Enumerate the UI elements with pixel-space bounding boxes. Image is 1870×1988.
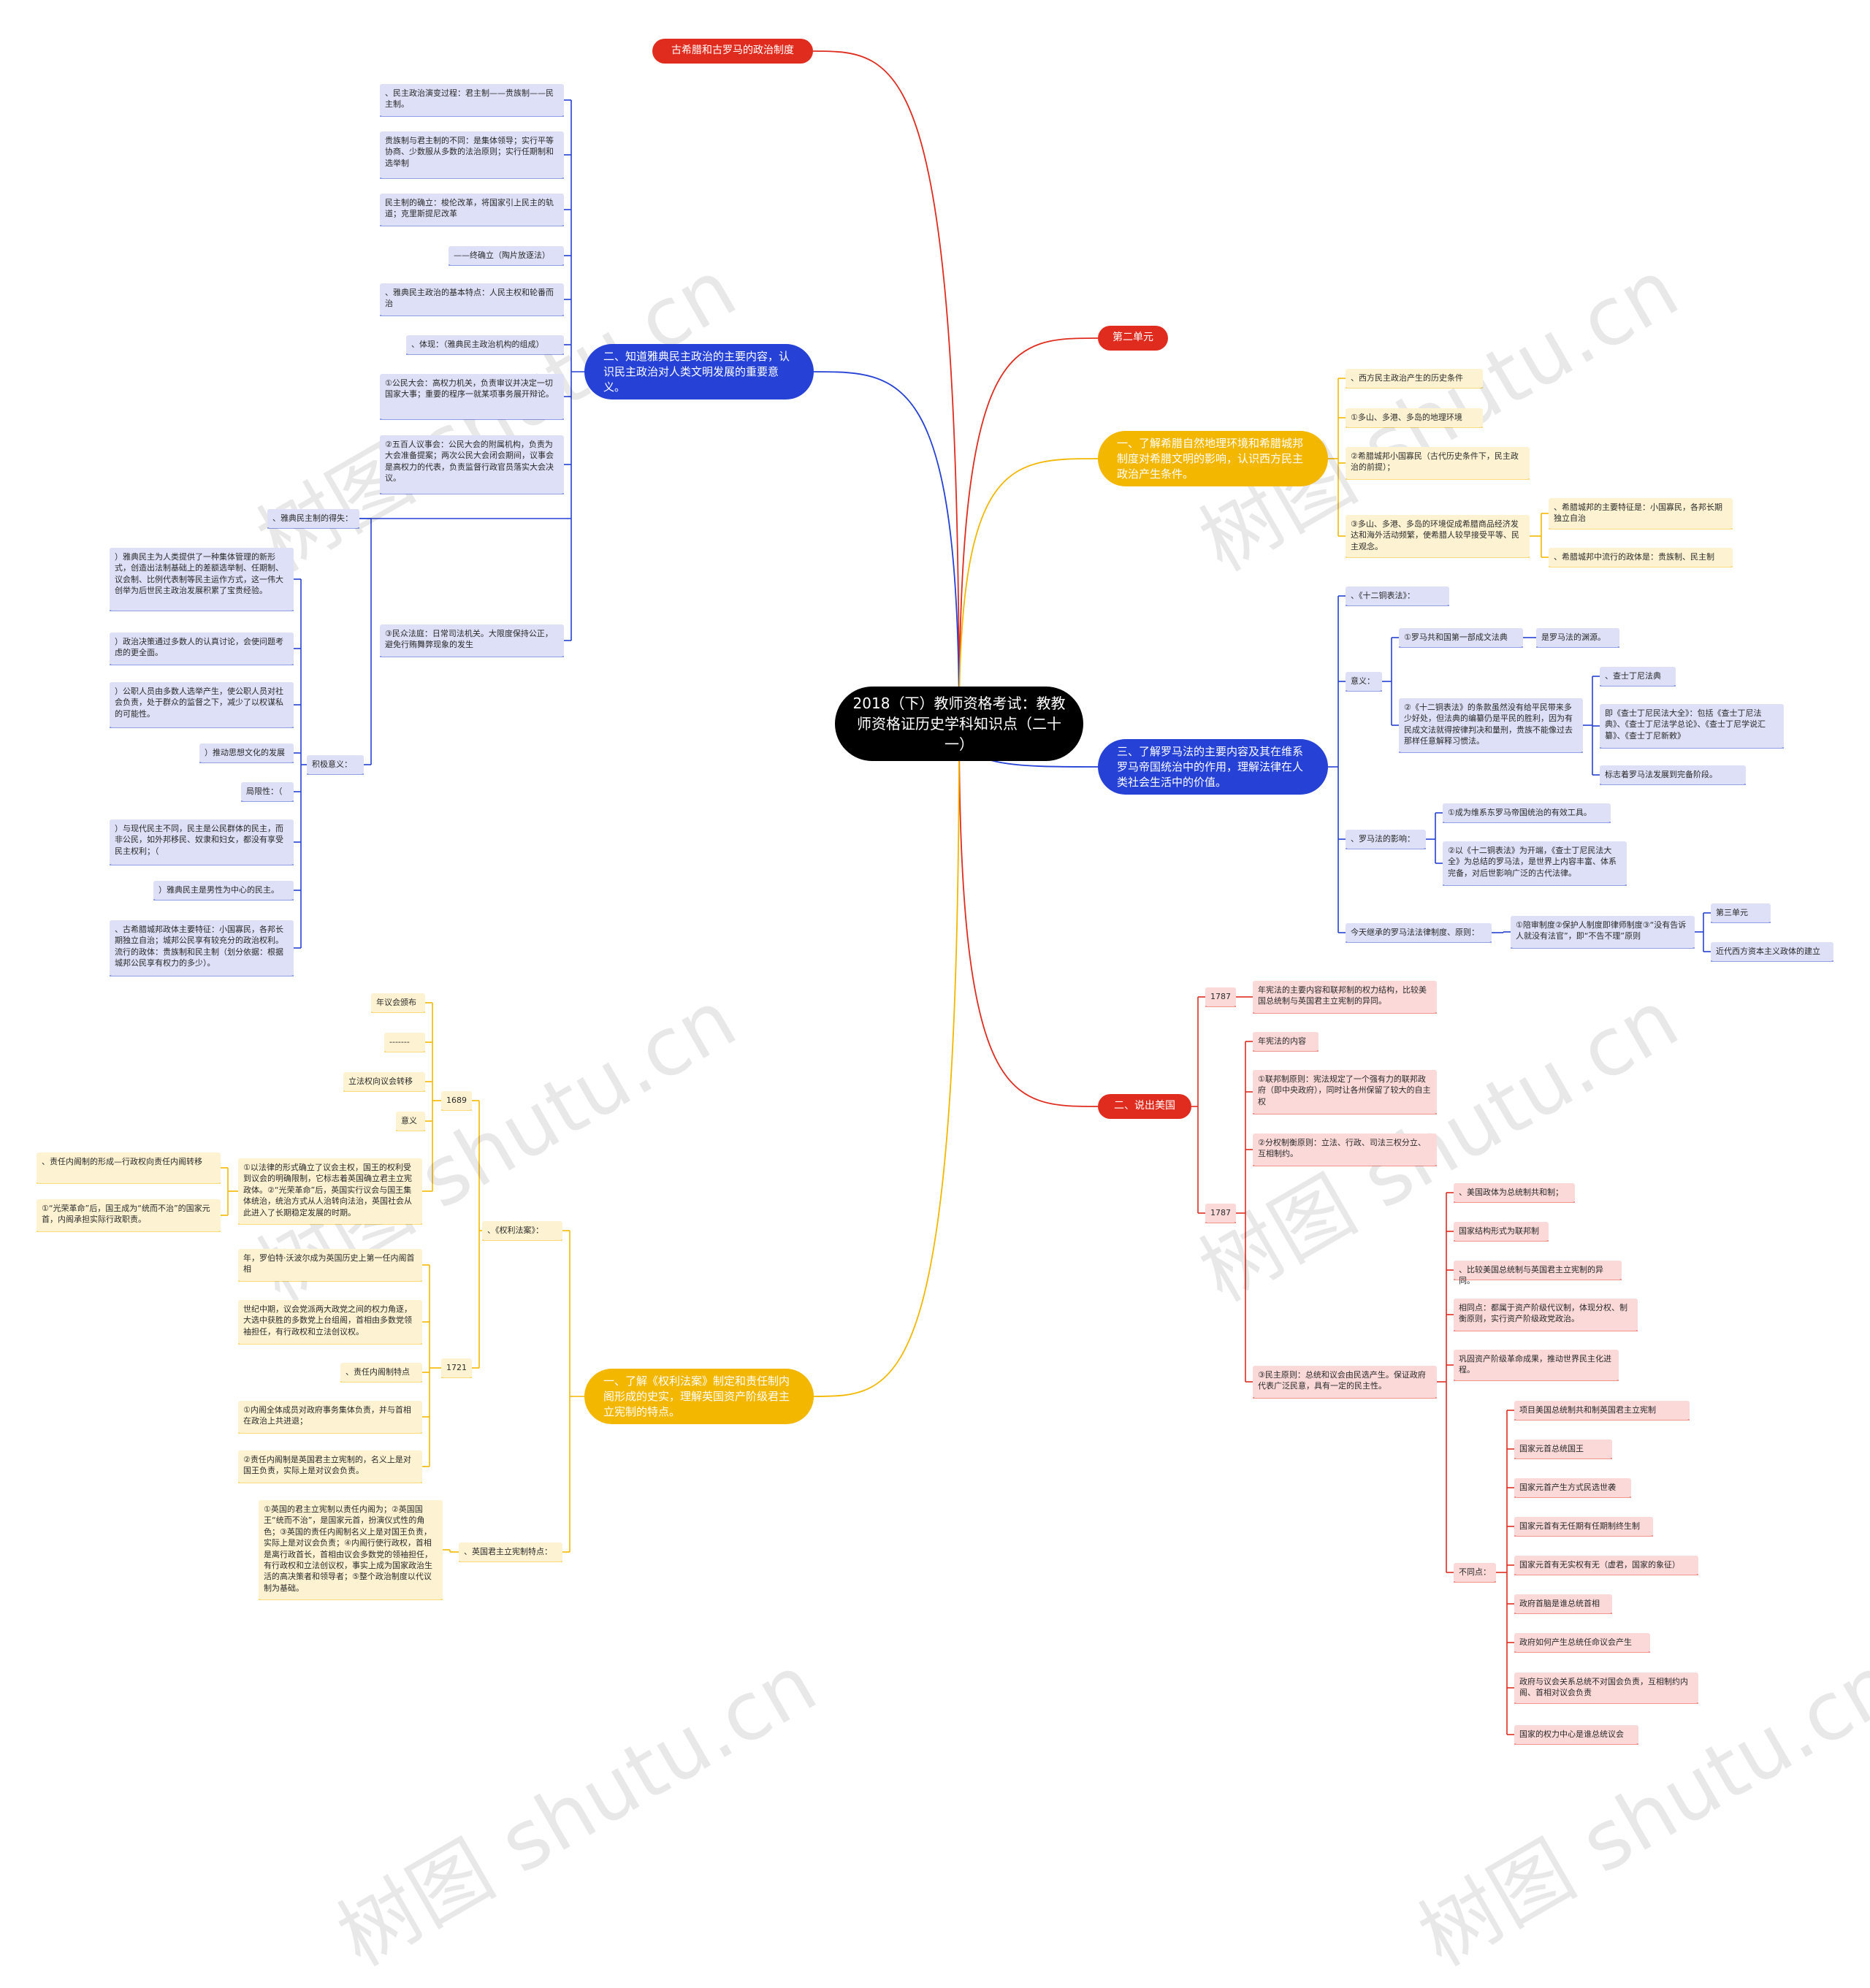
rome-first-code: ①罗马共和国第一部成文法典 [1399,628,1523,647]
democracy-principle: ③民主原则：总统和议会由民选产生。保证政府代表广泛民意，具有一定的民主性。 [1253,1366,1437,1398]
difference-item: 项目美国总统制共和制英国君主立宪制 [1514,1401,1690,1420]
year-1689-item: 年议会颁布 [371,993,425,1012]
difference-item: 政府首脑是谁总统首相 [1514,1594,1612,1613]
athens-item: ①公民大会：高权力机关，负责审议并决定一切国家大事；重要的程序一就某项事务展开辩… [380,374,564,419]
difference-item: 国家元首有无实权有无（虚君，国家的象征） [1514,1556,1698,1575]
democracy-item: 、比较美国总统制与英国君主立宪制的异同。 [1454,1261,1622,1285]
branch-athens-democracy[interactable]: 二、知道雅典民主政治的主要内容，认识民主政治对人类文明发展的重要意义。 [584,344,814,399]
rome-first-result: 是罗马法的渊源。 [1536,628,1619,647]
positive-item: ）雅典民主是男性为中心的民主。 [153,881,294,900]
influence-item: ①成为维系东罗马帝国统治的有效工具。 [1443,803,1611,822]
athens-item: ②五百人议事会：公民大会的附属机构，负责为大会准备提案；两次公民大会闭会期间，议… [380,435,564,494]
athens-item: 民主制的确立：梭伦改革，将国家引上民主的轨道；克里斯提尼改革 [380,194,564,226]
connector [812,50,960,725]
connector [958,723,1099,1107]
justinian-content: 即《查士丁尼民法大全》：包括《查士丁尼法典》、《查士丁尼法学总论》、《查士丁尼学… [1600,704,1784,748]
year-1689-item: 立法权向议会转移 [343,1072,425,1091]
difference-item: 政府与议会关系总统不对国会负责，互相制约内阁、首相对议会负责 [1514,1672,1698,1703]
year-1787: 1787 [1205,1204,1236,1223]
inherited-principles-content: ①陪审制度②保护人制度即律师制度③“没有告诉人就没有法官”，即“不告不理”原则 [1511,916,1695,948]
modern-capitalist-regime: 近代西方资本主义政体的建立 [1711,942,1833,961]
athens-gains-losses: 、雅典民主制的得失： [267,509,359,528]
difference-item: 国家元首产生方式民选世袭 [1514,1478,1631,1497]
difference-item: 国家的权力中心是谁总统议会 [1514,1725,1638,1744]
athens-item: ——终确立（陶片放逐法） [449,246,564,265]
year-1721-item: 年，罗伯特·沃波尔成为英国历史上第一任内阁首相 [238,1249,422,1281]
connector [813,371,960,725]
positive-item: ）政治决策通过多数人的认真讨论，会使问题考虑的更全面。 [110,632,294,665]
year-1689-item: 意义 [396,1112,425,1131]
branch-britain[interactable]: 一、了解《权利法案》制定和责任制内阁形成的史实，理解英国资产阶级君主立宪制的特点… [584,1369,814,1424]
positive-item: ）推动思想文化的发展 [199,743,294,762]
rome-second-point: ②《十二铜表法》的条款虽然没有给平民带来多少好处，但法典的编纂仍是平民的胜利，因… [1399,698,1583,752]
geo-item: ②希腊城邦小国寡民（古代历史条件下，民主政治的前提）； [1346,447,1530,479]
athens-item: 、雅典民主政治的基本特点：人民主权和轮番而治 [380,283,564,316]
justinian-mark: 标志着罗马法发展到完备阶段。 [1600,765,1746,784]
democracy-item: 、美国政体为总统制共和制； [1454,1183,1575,1202]
year-1787: 1787 [1205,987,1236,1006]
geo-item: ①多山、多港、多岛的地理环境 [1346,408,1483,427]
meaning-item: 、责任内阁制的形成—行政权向责任内阁转移 [37,1152,221,1183]
federal-principle: ①联邦制原则：宪法规定了一个强有力的联邦政府（即中央政府），同时让各州保留了较大… [1253,1070,1437,1114]
bill-of-rights: 、《权利法案》： [482,1221,562,1240]
connector [813,723,960,1397]
positive-item: ）与现代民主不同，民主是公民群体的民主，而非公民，如外邦移民、奴隶和妇女，都没有… [110,819,294,865]
justinian-code: 、查士丁尼法典 [1600,667,1676,686]
year-1721-item: ①内阁全体成员对政府事务集体负责，并与首相在政治上共进退； [238,1401,422,1433]
positive-item: 局限性：（ [241,782,294,801]
branch-unit-two[interactable]: 第二单元 [1098,326,1168,351]
branch-greek-roman[interactable]: 古希腊和古罗马的政治制度 [652,39,813,64]
connector-lines [37,50,1833,1745]
bill-of-rights-meaning: ①以法律的形式确立了议会主权，国王的权利受到议会的明确限制，它标志着英国确立君主… [238,1158,422,1224]
checks-balances-principle: ②分权制衡原则：立法、行政、司法三权分立、互相制约。 [1253,1133,1437,1166]
difference-item: 国家元首有无任期有任期制终生制 [1514,1517,1653,1536]
branch-roman-law[interactable]: 三、了解罗马法的主要内容及其在维系罗马帝国统治中的作用，理解法律在人类社会生活中… [1098,739,1328,795]
branch-greece-geography[interactable]: 一、了解希腊自然地理环境和希腊城邦制度对希腊文明的影响，认识西方民主政治产生条件… [1098,431,1328,486]
geo-item: ③多山、多港、多岛的环境促成希腊商品经济发达和海外活动频繁，使希腊人较早接受平等… [1346,515,1530,557]
root-topic[interactable]: 2018（下）教师资格考试：教教师资格证历史学科知识点（二十一） [835,687,1083,761]
athens-item: 、体现：（雅典民主政治机构的组成） [406,335,564,354]
athens-item: 贵族制与君主制的不同：是集体领导；实行平等协商、少数服从多数的法治原则；实行任期… [380,131,564,178]
year-1689-item: ------- [384,1033,425,1052]
geo-sub-item: 、希腊城邦中流行的政体是：贵族制、民主制 [1549,548,1733,567]
year-1721-item: 世纪中期，议会党派两大政党之间的权力角逐，大选中获胜的多数党上台组阁，首相由多数… [238,1300,422,1344]
rome-influence: 、罗马法的影响： [1346,830,1426,849]
democracy-item: 国家结构形式为联邦制 [1454,1222,1549,1241]
twelve-tables: 、《十二铜表法》： [1346,586,1449,605]
year-1721-item: ②责任内阁制是英国君主立宪制的，名义上是对国王负责，实际上是对议会负责。 [238,1450,422,1483]
us-constitution-summary: 年宪法的主要内容和联邦制的权力结构，比较美国总统制与英国君主立宪制的异同。 [1253,981,1437,1013]
positive-item: ）公职人员由多数人选举产生，使公职人员对社会负责，处于群众的监督之下，减少了以权… [110,682,294,727]
difference-item: 政府如何产生总统任命议会产生 [1514,1633,1650,1652]
geo-item: 、西方民主政治产生的历史条件 [1346,369,1483,388]
rome-inherited-principles: 今天继承的罗马法法律制度、原则： [1346,923,1492,942]
rome-significance: 意义： [1346,672,1382,691]
athens-item: ③民众法庭：日常司法机关。大限度保持公正，避免行贿舞弊现象的发生 [380,624,564,657]
geo-sub-item: 、希腊城邦的主要特征是：小国寡民，各邦长期独立自治 [1549,498,1733,529]
constitutional-monarchy-features: 、英国君主立宪制特点： [459,1542,562,1561]
unit-three: 第三单元 [1711,903,1771,922]
positive-item: ）雅典民主为人类提供了一种集体管理的新形式，创造出法制基础上的差额选举制、任期制… [110,548,294,611]
meaning-item: ①“光荣革命”后，国王成为“统而不治”的国家元首，内阁承担实际行政职责。 [37,1199,221,1231]
athens-positive-significance: 积极意义： [307,755,364,774]
democracy-item: 相同点：都属于资产阶级代议制，体现分权、制衡原则，实行资产阶级政党政治。 [1454,1299,1638,1331]
year-1721-item: 、责任内阁制特点 [340,1363,422,1382]
democracy-item: 巩固资产阶级革命成果，推动世界民主化进程。 [1454,1350,1619,1380]
constitution-content: 年宪法的内容 [1253,1032,1318,1051]
connector [958,458,1099,725]
athens-item: 、民主政治演变过程：君主制——贵族制——民主制。 [380,84,564,116]
features-content: ①英国的君主立宪制以责任内阁为；②英国国王“统而不治”，是国家元首，扮演仪式性的… [259,1500,443,1599]
positive-item: 、古希腊城邦政体主要特征：小国寡民，各邦长期独立自治；城邦公民享有较充分的政治权… [110,920,294,976]
connector [958,337,1099,725]
differences: 不同点： [1454,1563,1496,1582]
year-1721: 1721 [441,1358,472,1377]
year-1689: 1689 [441,1091,472,1110]
difference-item: 国家元首总统国王 [1514,1440,1612,1458]
branch-usa[interactable]: 二、说出美国 [1098,1094,1191,1119]
influence-item: ②以《十二铜表法》为开端，《查士丁尼民法大全》为总结的罗马法，是世界上内容丰富、… [1443,841,1627,885]
